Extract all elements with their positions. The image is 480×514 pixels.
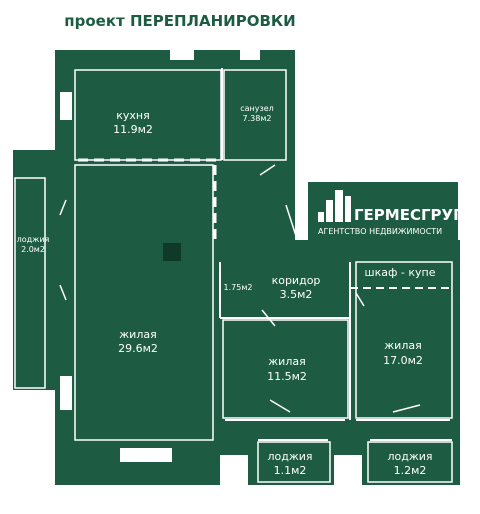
windows bbox=[60, 50, 260, 462]
room-labels: кухня 11.9м2 санузел 7.38м2 лоджия 2.0м2… bbox=[17, 104, 436, 477]
room-name-loggia-2: лоджия bbox=[387, 450, 432, 463]
brand-tagline: АГЕНТСТВО НЕДВИЖИМОСТИ bbox=[318, 227, 442, 236]
room-area-living-main: 29.6м2 bbox=[118, 342, 158, 355]
room-name-loggia-left: лоджия bbox=[17, 235, 50, 244]
room-area-closet: 1.75м2 bbox=[224, 283, 253, 292]
column bbox=[163, 243, 181, 261]
room-name-bathroom: санузел bbox=[240, 104, 274, 113]
floor-fill bbox=[13, 50, 460, 485]
brand-logo: ГЕРМЕСГРУПП АГЕНТСТВО НЕДВИЖИМОСТИ bbox=[308, 182, 478, 240]
room-area-corridor: 3.5м2 bbox=[280, 288, 313, 301]
room-name-bedroom-1: жилая bbox=[268, 355, 305, 368]
room-name-corridor: коридор bbox=[272, 274, 321, 287]
room-area-loggia-1: 1.1м2 bbox=[274, 464, 307, 477]
room-area-loggia-2: 1.2м2 bbox=[394, 464, 427, 477]
room-name-bedroom-2: жилая bbox=[384, 339, 421, 352]
plan-title: проект ПЕРЕПЛАНИРОВКИ bbox=[64, 12, 296, 30]
room-area-loggia-left: 2.0м2 bbox=[21, 245, 45, 254]
room-name-wardrobe: шкаф - купе bbox=[365, 266, 436, 279]
room-area-kitchen: 11.9м2 bbox=[113, 123, 153, 136]
building-icon bbox=[318, 190, 351, 222]
room-name-kitchen: кухня bbox=[116, 109, 149, 122]
brand-name: ГЕРМЕСГРУПП bbox=[354, 206, 478, 224]
room-name-living-main: жилая bbox=[119, 328, 156, 341]
room-area-bedroom-1: 11.5м2 bbox=[267, 370, 307, 383]
room-name-loggia-1: лоджия bbox=[267, 450, 312, 463]
room-outlines bbox=[14, 69, 453, 483]
room-area-bedroom-2: 17.0м2 bbox=[383, 354, 423, 367]
doors bbox=[59, 164, 421, 413]
room-area-bathroom: 7.38м2 bbox=[243, 114, 272, 123]
